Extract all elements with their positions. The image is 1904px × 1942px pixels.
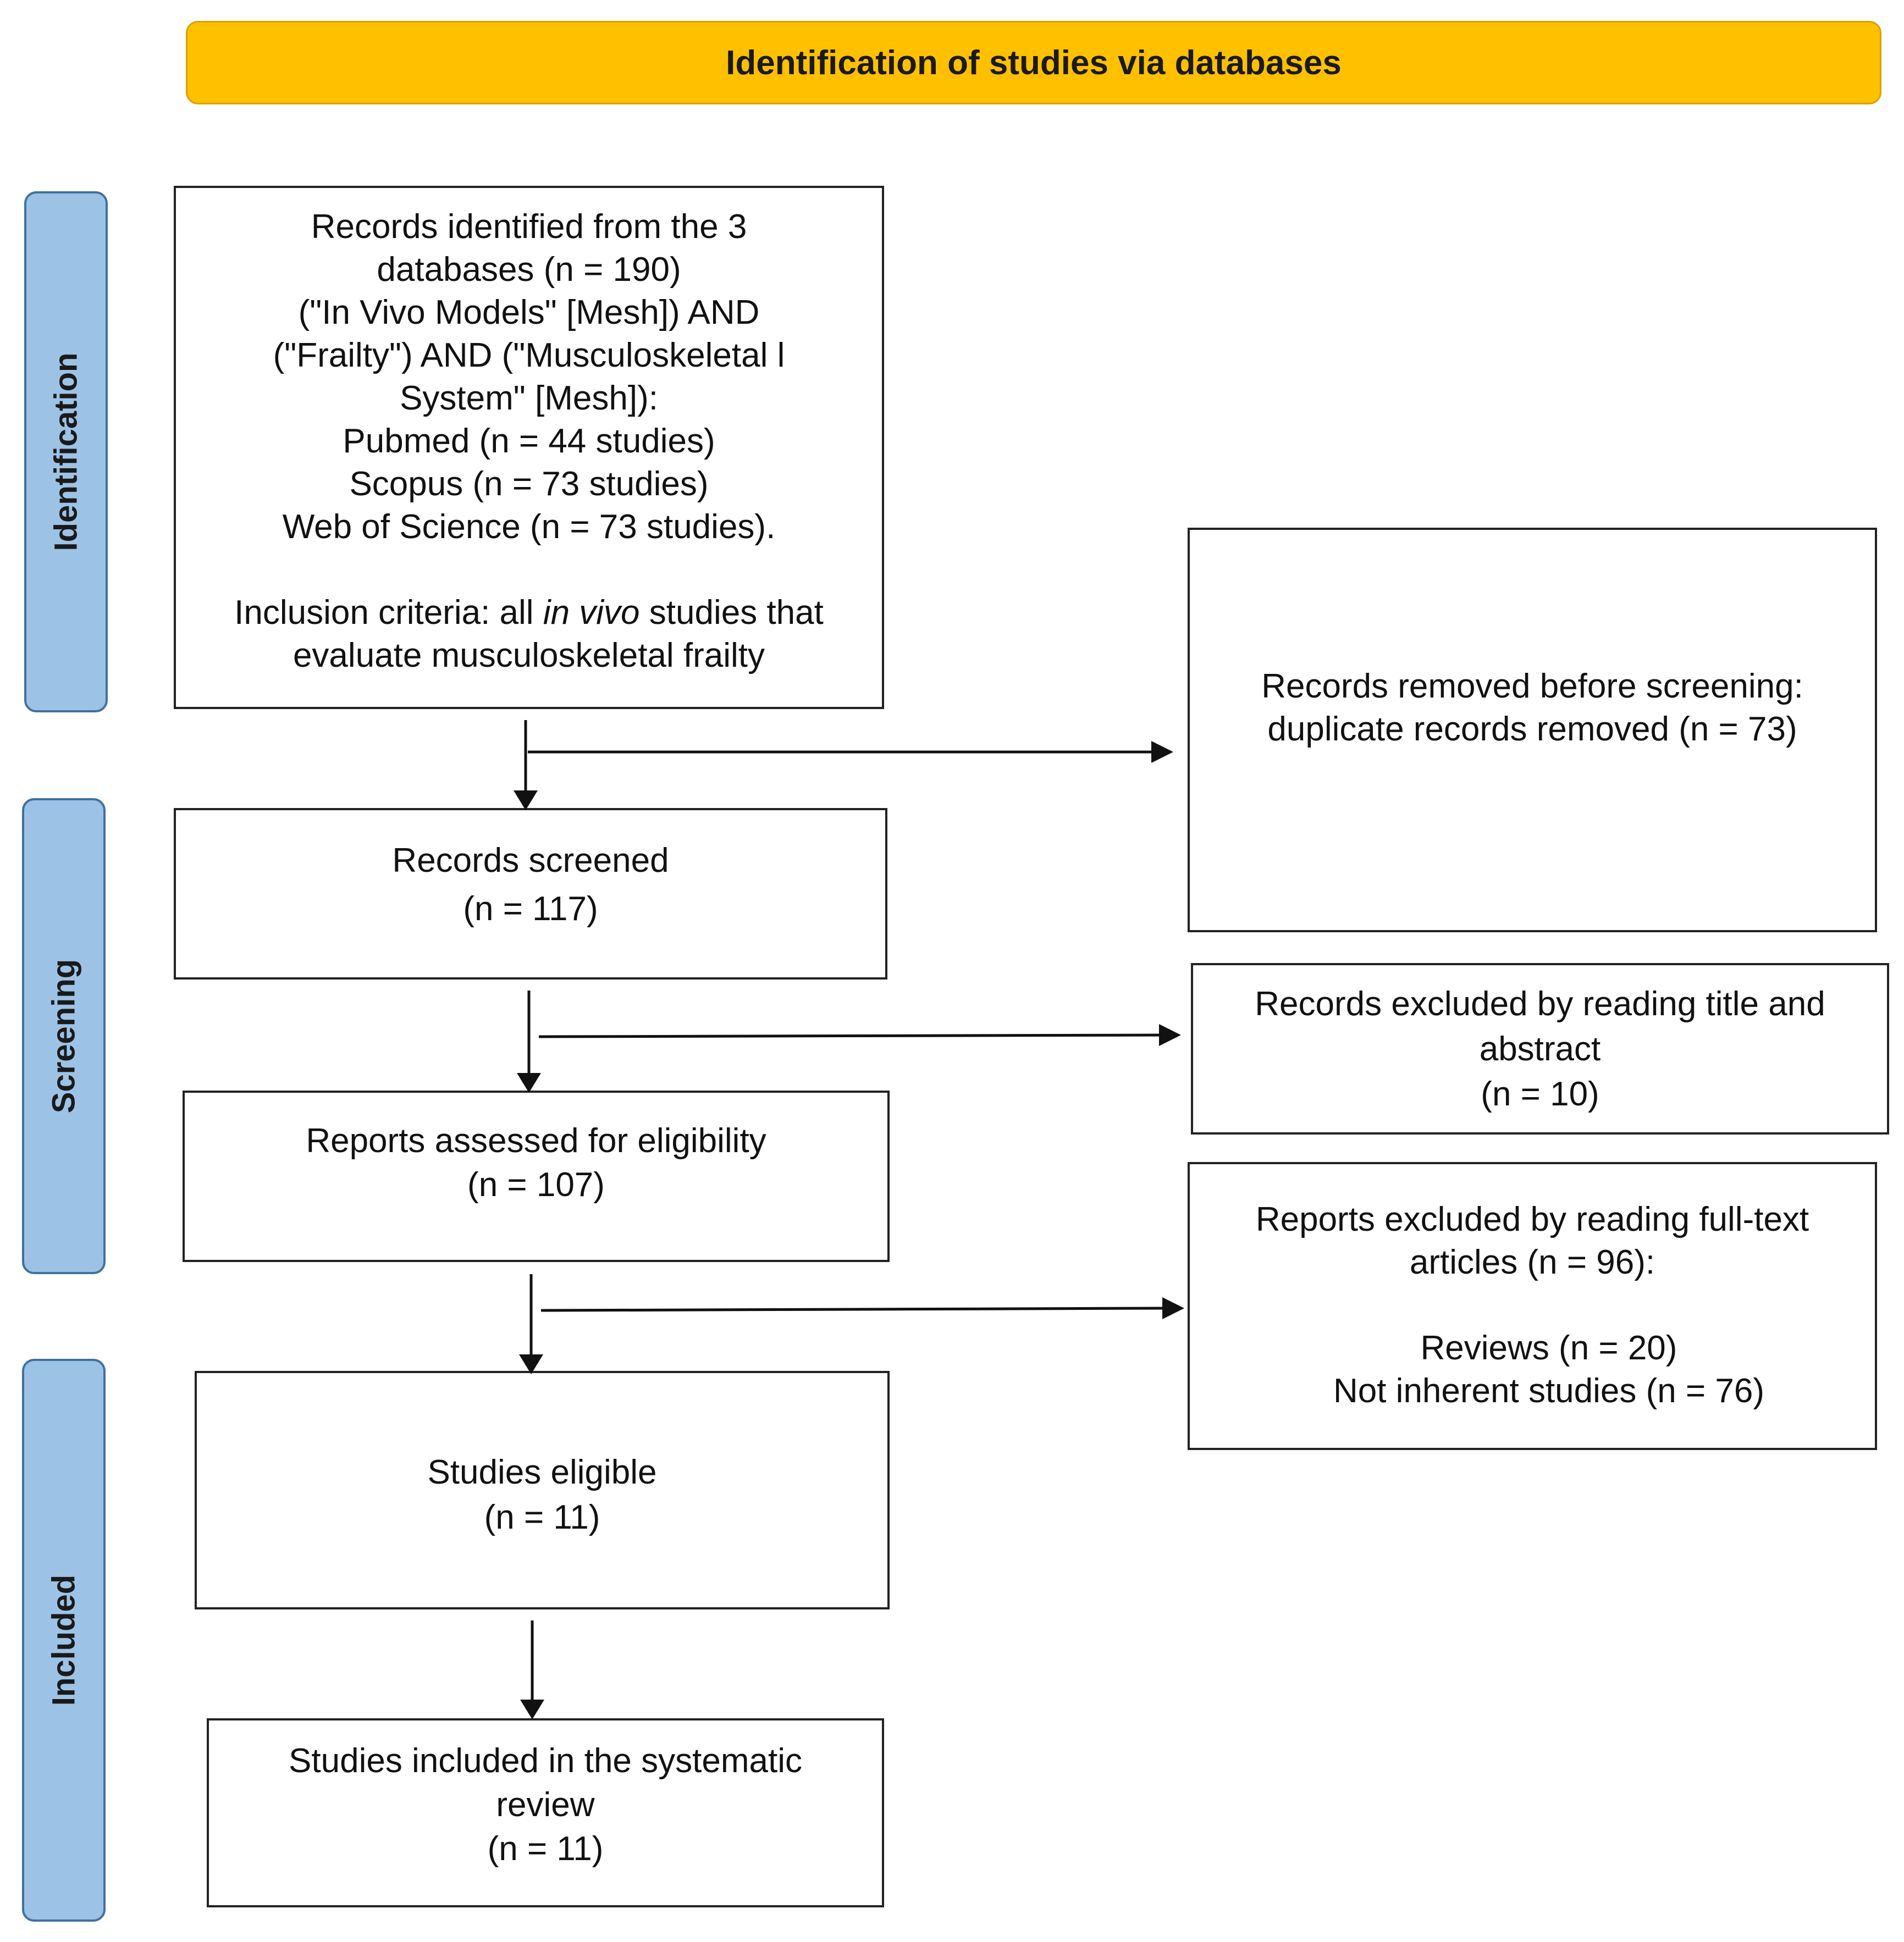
arrowhead-right-3 xyxy=(1162,1297,1184,1319)
arrowhead-down-2 xyxy=(517,1073,541,1093)
inclusion-criteria-line1: Inclusion criteria: all in vivo studies … xyxy=(176,591,882,634)
studies-included-count: (n = 11) xyxy=(487,1830,604,1868)
records-identified-line5: System" [Mesh]): xyxy=(400,379,658,417)
inclusion-criteria-suffix: studies that xyxy=(639,594,824,632)
records-identified-box: Records identified from the 3 databases … xyxy=(174,186,884,709)
arrowhead-right-1 xyxy=(1151,741,1173,763)
studies-included-line1: Studies included in the systematic xyxy=(289,1742,802,1780)
identification-banner: Identification of studies via databases xyxy=(186,21,1881,104)
records-removed-line1: Records removed before screening: xyxy=(1261,667,1803,705)
reports-assessed-line1: Reports assessed for eligibility xyxy=(306,1122,766,1160)
arrow-to-reports-excluded xyxy=(540,1307,1165,1312)
records-identified-line1: Records identified from the 3 xyxy=(311,208,747,246)
records-identified-line4: ("Frailty") AND ("Musculoskeletal l xyxy=(273,336,785,374)
records-screened-box: Records screened (n = 117) xyxy=(174,808,887,980)
arrowhead-down-1 xyxy=(514,790,538,810)
reports-excluded-line2: articles (n = 96): xyxy=(1409,1243,1655,1281)
records-removed-line2: duplicate records removed (n = 73) xyxy=(1267,710,1797,748)
records-identified-line2: databases (n = 190) xyxy=(377,251,681,289)
records-excluded-box: Records excluded by reading title and ab… xyxy=(1191,963,1889,1135)
banner-title: Identification of studies via databases xyxy=(726,43,1342,82)
records-excluded-line1: Records excluded by reading title and xyxy=(1255,985,1825,1023)
records-identified-pubmed: Pubmed (n = 44 studies) xyxy=(343,422,715,460)
studies-eligible-count: (n = 11) xyxy=(484,1498,600,1536)
inclusion-criteria-prefix: Inclusion criteria: all xyxy=(234,594,543,632)
phase-included: Included xyxy=(22,1359,106,1922)
arrowhead-down-3 xyxy=(519,1354,543,1374)
reports-excluded-box: Reports excluded by reading full-text ar… xyxy=(1188,1162,1877,1450)
reports-excluded-not-inherent: Not inherent studies (n = 76) xyxy=(1333,1372,1765,1410)
phase-identification: Identification xyxy=(24,191,108,712)
reports-excluded-line1: Reports excluded by reading full-text xyxy=(1255,1200,1809,1238)
reports-excluded-reviews: Reviews (n = 20) xyxy=(1420,1329,1677,1367)
arrow-to-records-excluded xyxy=(538,1033,1162,1038)
studies-eligible-box: Studies eligible (n = 11) xyxy=(195,1371,890,1609)
records-screened-line1: Records screened xyxy=(392,842,669,879)
records-excluded-count: (n = 10) xyxy=(1481,1075,1599,1113)
arrowhead-right-2 xyxy=(1159,1024,1181,1046)
studies-included-line2: review xyxy=(496,1786,595,1824)
records-excluded-line2: abstract xyxy=(1479,1030,1601,1068)
arrowhead-down-4 xyxy=(520,1700,544,1719)
phase-screening: Screening xyxy=(22,798,106,1274)
inclusion-criteria-italic: in vivo xyxy=(543,594,640,632)
studies-included-box: Studies included in the systematic revie… xyxy=(207,1718,884,1907)
records-identified-wos: Web of Science (n = 73 studies). xyxy=(282,508,776,546)
records-identified-line3: ("In Vivo Models" [Mesh]) AND xyxy=(298,294,760,331)
studies-eligible-line1: Studies eligible xyxy=(427,1453,657,1491)
reports-assessed-box: Reports assessed for eligibility (n = 10… xyxy=(183,1091,890,1262)
reports-assessed-count: (n = 107) xyxy=(467,1166,605,1204)
records-removed-box: Records removed before screening: duplic… xyxy=(1188,528,1877,932)
records-screened-count: (n = 117) xyxy=(463,890,598,928)
records-identified-scopus: Scopus (n = 73 studies) xyxy=(349,465,709,503)
inclusion-criteria-line2: evaluate musculoskeletal frailty xyxy=(293,637,765,674)
